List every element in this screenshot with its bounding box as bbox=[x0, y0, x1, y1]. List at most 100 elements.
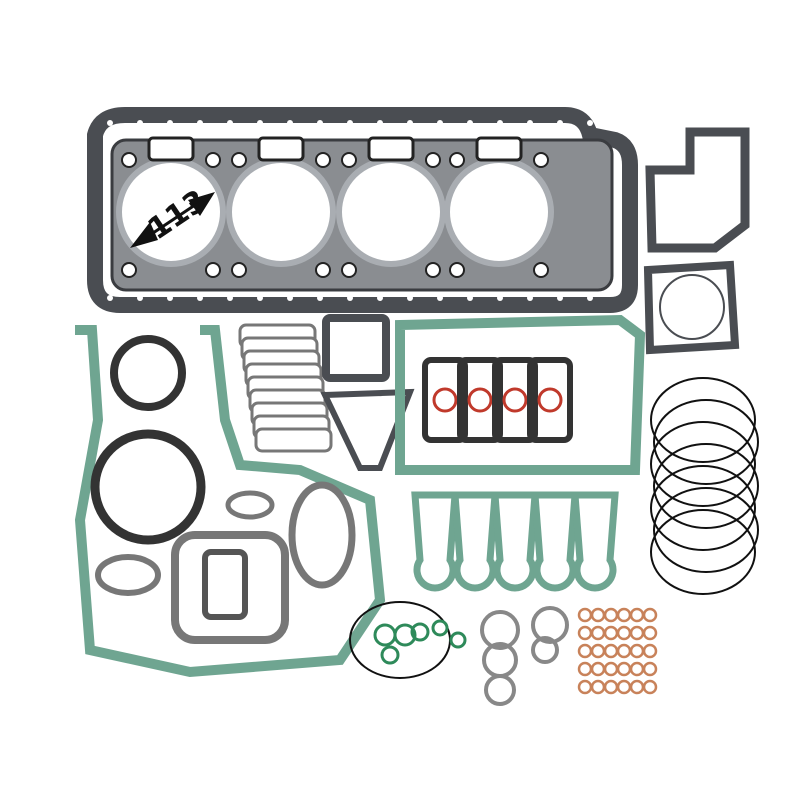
cylinder-bore bbox=[444, 157, 554, 267]
bolt-hole bbox=[205, 152, 221, 168]
copper-washer bbox=[577, 625, 593, 641]
lobe bbox=[451, 491, 499, 592]
water-port bbox=[257, 136, 305, 162]
valve-seal bbox=[484, 674, 516, 706]
piston-ring bbox=[650, 421, 756, 507]
bolt-hole bbox=[341, 152, 357, 168]
copper-washer bbox=[590, 625, 606, 641]
copper-washer bbox=[590, 643, 606, 659]
copper-washer bbox=[616, 661, 632, 677]
o-ring-green bbox=[431, 619, 449, 637]
bolt-hole bbox=[533, 262, 549, 278]
bolt-hole bbox=[437, 120, 443, 126]
copper-washer bbox=[629, 643, 645, 659]
intake-gasket bbox=[422, 357, 468, 443]
bolt-hole bbox=[227, 295, 233, 301]
oval-gasket bbox=[288, 481, 356, 589]
copper-washer bbox=[577, 679, 593, 695]
intake-gasket bbox=[457, 357, 503, 443]
bolt-hole bbox=[533, 152, 549, 168]
bolt-hole bbox=[197, 295, 203, 301]
small-oval-gasket bbox=[225, 490, 275, 520]
intake-gaskets bbox=[422, 357, 573, 443]
bolt-hole bbox=[557, 295, 563, 301]
copper-washer bbox=[603, 643, 619, 659]
seal-ring bbox=[537, 387, 563, 413]
bolt-hole bbox=[107, 120, 113, 126]
flange-gasket-bore bbox=[659, 274, 725, 340]
bolt-hole bbox=[287, 120, 293, 126]
copper-washer bbox=[629, 679, 645, 695]
bolt-hole bbox=[497, 295, 503, 301]
o-ring bbox=[349, 601, 451, 679]
bolt-hole bbox=[467, 120, 473, 126]
bolt-hole bbox=[425, 152, 441, 168]
bolt-hole bbox=[557, 120, 563, 126]
lobe bbox=[571, 491, 619, 592]
bolt-hole bbox=[449, 262, 465, 278]
oil-pan-gasket bbox=[87, 107, 638, 313]
bolt-hole bbox=[167, 120, 173, 126]
crank-seal-large bbox=[90, 429, 206, 545]
water-port bbox=[367, 136, 415, 162]
bolt-hole bbox=[317, 295, 323, 301]
bolt-hole bbox=[407, 295, 413, 301]
piston-ring bbox=[653, 443, 759, 529]
piston-ring bbox=[653, 399, 759, 485]
bolt-hole bbox=[467, 295, 473, 301]
copper-washer bbox=[590, 679, 606, 695]
intake-gasket bbox=[527, 357, 573, 443]
piston-rings bbox=[650, 377, 759, 595]
bolt-hole bbox=[315, 152, 331, 168]
cylinder-bore bbox=[226, 157, 336, 267]
copper-washer bbox=[577, 643, 593, 659]
seal-ring bbox=[467, 387, 493, 413]
bolt-hole bbox=[587, 295, 593, 301]
copper-washer bbox=[616, 679, 632, 695]
copper-washer bbox=[603, 625, 619, 641]
cylinder-bore bbox=[336, 157, 446, 267]
bolt-hole bbox=[205, 262, 221, 278]
bolt-hole bbox=[425, 262, 441, 278]
lobe bbox=[411, 491, 459, 592]
small-flange-gasket bbox=[95, 554, 161, 596]
oil-sump-lobe-gasket bbox=[411, 491, 619, 592]
lobe bbox=[531, 491, 579, 592]
bolt-hole bbox=[231, 262, 247, 278]
o-rings-and-washers bbox=[349, 601, 658, 706]
bolt-hole bbox=[347, 295, 353, 301]
copper-washer bbox=[629, 661, 645, 677]
copper-washer bbox=[629, 625, 645, 641]
copper-washer bbox=[642, 625, 658, 641]
timing-cover-gasket bbox=[74, 325, 386, 678]
valve-seal bbox=[480, 610, 520, 650]
crank-seal-small bbox=[110, 335, 186, 411]
copper-washer bbox=[603, 607, 619, 623]
copper-washer bbox=[590, 607, 606, 623]
o-ring-green bbox=[393, 623, 417, 647]
seal-ring bbox=[502, 387, 528, 413]
lobe bbox=[491, 491, 539, 592]
bolt-hole bbox=[377, 295, 383, 301]
o-ring-green bbox=[449, 631, 467, 649]
bolt-hole bbox=[137, 295, 143, 301]
copper-washer bbox=[642, 661, 658, 677]
copper-washer bbox=[603, 661, 619, 677]
bolt-hole bbox=[377, 120, 383, 126]
copper-washer bbox=[616, 625, 632, 641]
copper-washer bbox=[603, 679, 619, 695]
bolt-hole bbox=[257, 120, 263, 126]
water-port bbox=[147, 136, 195, 162]
piston-ring bbox=[650, 509, 756, 595]
seal-ring bbox=[432, 387, 458, 413]
bolt-hole bbox=[527, 295, 533, 301]
bolt-hole bbox=[257, 295, 263, 301]
bolt-hole bbox=[227, 120, 233, 126]
bolt-hole bbox=[449, 152, 465, 168]
intake-gasket bbox=[492, 357, 538, 443]
bolt-hole bbox=[167, 295, 173, 301]
o-ring-green bbox=[410, 622, 430, 642]
bolt-hole bbox=[407, 120, 413, 126]
copper-washer bbox=[642, 607, 658, 623]
